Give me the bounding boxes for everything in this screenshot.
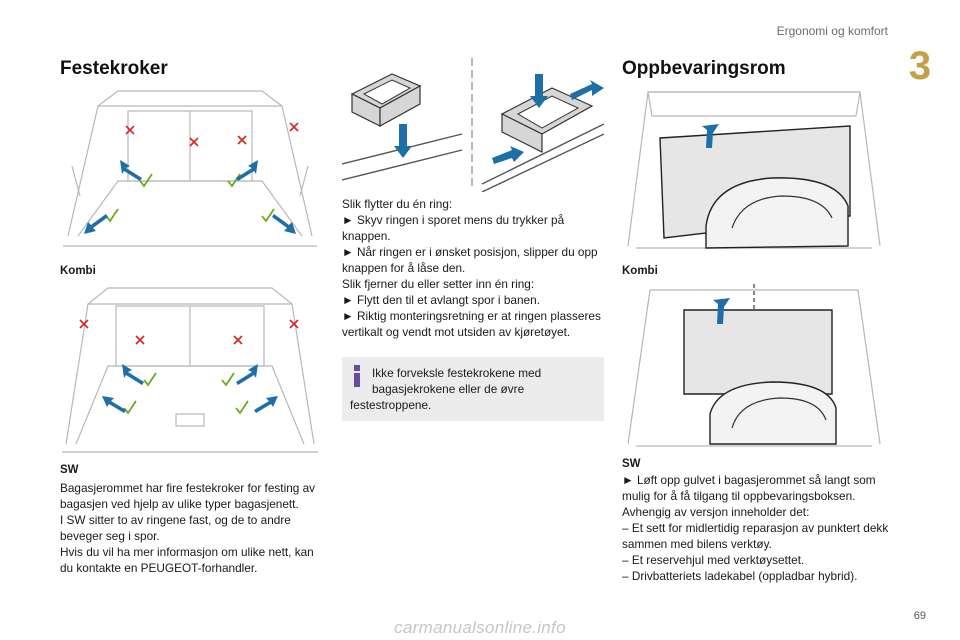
- section-header: Ergonomi og komfort: [776, 24, 888, 38]
- info-note-text: Ikke forveksle festekrokene med bagasjek…: [350, 366, 542, 412]
- middle-line-6: ► Riktig monteringsretning er at ringen …: [342, 309, 601, 339]
- left-paragraph-2: I SW sitter to av ringene fast, og de to…: [60, 513, 291, 543]
- info-icon: [350, 365, 364, 387]
- left-paragraph-3: Hvis du vil ha mer informasjon om ulike …: [60, 545, 314, 575]
- right-line-2: Avhengig av versjon inneholder det:: [622, 505, 810, 519]
- right-body-text: ► Løft opp gulvet i bagasjerommet så lan…: [622, 472, 892, 584]
- right-line-3: – Et sett for midlertidig reparasjon av …: [622, 521, 889, 551]
- middle-line-3: ► Når ringen er i ønsket posisjon, slipp…: [342, 245, 598, 275]
- right-line-4: – Et reservehjul med verktøysettet.: [622, 553, 805, 567]
- middle-body-text: Slik flytter du én ring: ► Skyv ringen i…: [342, 196, 604, 340]
- figure-ring-slide: [342, 54, 604, 192]
- page-number: 69: [913, 610, 926, 622]
- middle-line-2: ► Skyv ringen i sporet mens du trykker p…: [342, 213, 565, 243]
- figure-kombi-storage: [622, 86, 886, 258]
- caption-kombi-left: Kombi: [60, 265, 96, 277]
- section-title-oppbevaringsrom: Oppbevaringsrom: [622, 58, 786, 79]
- caption-kombi-right: Kombi: [622, 265, 658, 277]
- chapter-number: 3: [908, 44, 932, 88]
- left-body-text: Bagasjerommet har fire festekroker for f…: [60, 480, 330, 576]
- figure-kombi-hooks: [58, 86, 322, 254]
- info-note-box: Ikke forveksle festekrokene med bagasjek…: [342, 357, 604, 421]
- figure-sw-storage: [622, 284, 886, 450]
- watermark-url[interactable]: carmanualsonline.info: [394, 618, 566, 637]
- caption-sw-right: SW: [622, 458, 641, 470]
- caption-sw-left: SW: [60, 464, 79, 476]
- middle-line-4: Slik fjerner du eller setter inn én ring…: [342, 277, 535, 291]
- figure-sw-hooks: [58, 284, 322, 456]
- middle-line-5: ► Flytt den til et avlangt spor i banen.: [342, 293, 540, 307]
- middle-line-1: Slik flytter du én ring:: [342, 197, 453, 211]
- section-title-festekroker: Festekroker: [60, 58, 168, 79]
- right-line-5: – Drivbatteriets ladekabel (oppladbar hy…: [622, 569, 858, 583]
- left-paragraph-1: Bagasjerommet har fire festekroker for f…: [60, 481, 316, 511]
- right-line-1: ► Løft opp gulvet i bagasjerommet så lan…: [622, 473, 876, 503]
